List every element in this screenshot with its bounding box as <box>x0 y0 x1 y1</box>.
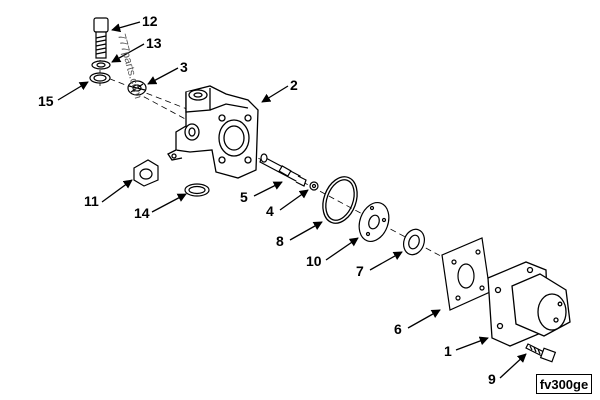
callout-7: 7 <box>356 251 403 279</box>
part-3-nut <box>127 80 147 96</box>
svg-text:4: 4 <box>266 203 274 219</box>
part-2-housing <box>167 85 259 179</box>
callout-11: 11 <box>84 179 133 209</box>
svg-text:6: 6 <box>394 321 402 337</box>
part-15-seal-ring <box>89 72 111 84</box>
figure-code-label: fv300ge <box>536 374 592 394</box>
svg-text:7: 7 <box>356 263 364 279</box>
svg-text:13: 13 <box>146 35 162 51</box>
callout-8: 8 <box>276 221 323 249</box>
callout-2: 2 <box>261 77 298 103</box>
part-1-cover <box>487 261 571 347</box>
part-11-plug <box>133 159 159 187</box>
callout-9: 9 <box>488 353 527 387</box>
callout-5: 5 <box>240 181 283 205</box>
part-9-bolt <box>525 343 557 363</box>
callout-13: 13 <box>111 35 162 63</box>
part-8-seal-ring <box>322 176 358 224</box>
part-13-washer <box>91 60 111 70</box>
part-12-cap-screw <box>93 17 109 59</box>
callout-6: 6 <box>394 309 441 337</box>
part-5-shaft <box>259 153 307 187</box>
svg-text:8: 8 <box>276 233 284 249</box>
svg-text:15: 15 <box>38 93 54 109</box>
callout-14: 14 <box>134 193 187 221</box>
callout-3: 3 <box>147 59 188 85</box>
svg-text:5: 5 <box>240 189 248 205</box>
part-14-o-ring <box>184 183 210 197</box>
part-6-gasket <box>441 237 491 311</box>
svg-text:1: 1 <box>444 343 452 359</box>
svg-text:2: 2 <box>290 77 298 93</box>
callout-12: 12 <box>111 13 158 33</box>
svg-text:3: 3 <box>180 59 188 75</box>
callout-10: 10 <box>306 237 359 269</box>
part-7-washer <box>403 228 425 256</box>
callout-15: 15 <box>38 81 89 109</box>
svg-text:9: 9 <box>488 371 496 387</box>
part-4-ring <box>309 181 319 191</box>
svg-text:12: 12 <box>142 13 158 29</box>
svg-text:10: 10 <box>306 253 322 269</box>
callout-4: 4 <box>266 189 309 219</box>
svg-text:14: 14 <box>134 205 150 221</box>
part-10-plate <box>358 202 390 242</box>
callout-1: 1 <box>444 336 489 359</box>
svg-text:11: 11 <box>84 193 99 209</box>
